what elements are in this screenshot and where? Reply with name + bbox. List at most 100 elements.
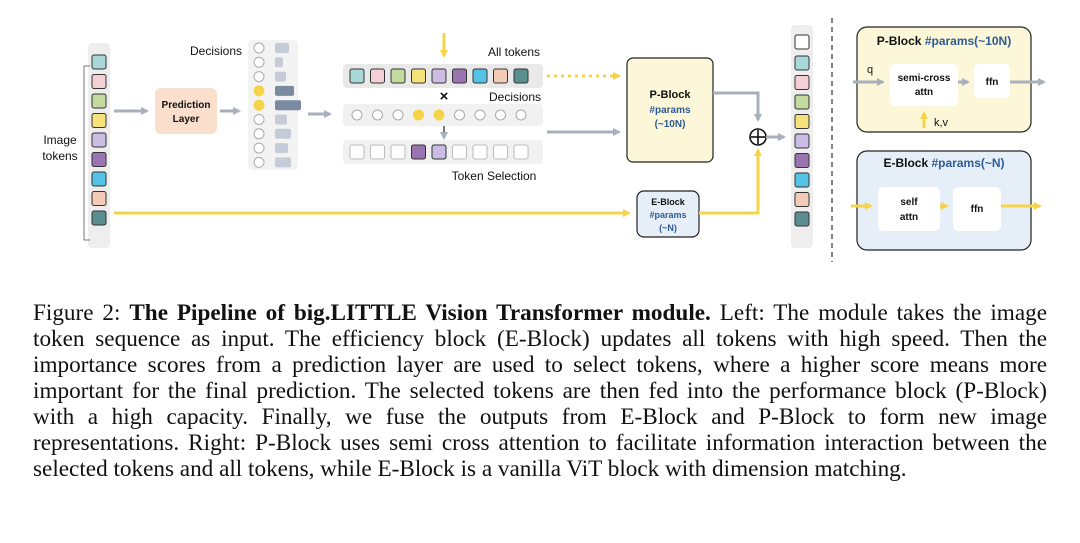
all-tokens-row bbox=[349, 68, 529, 84]
decision-dot bbox=[392, 109, 404, 121]
score-bar bbox=[275, 43, 289, 53]
arrow-pblock-to-fuse bbox=[713, 91, 762, 122]
output-token bbox=[794, 94, 810, 110]
decisions-label: Decisions bbox=[190, 44, 242, 58]
prediction-layer-label-line1: Prediction bbox=[162, 100, 211, 111]
all-token bbox=[349, 68, 365, 84]
output-token bbox=[794, 34, 810, 50]
all-token bbox=[493, 68, 508, 84]
input-token bbox=[91, 132, 107, 148]
figure-caption: Figure 2: The Pipeline of big.LITTLE Vis… bbox=[33, 300, 1047, 482]
eblock-params-line1: #params bbox=[649, 210, 686, 220]
pblock-ffn-label: ffn bbox=[986, 77, 999, 88]
score-bar bbox=[275, 57, 283, 68]
decision-dot bbox=[515, 109, 527, 121]
pblock-params-line1: #params bbox=[649, 105, 691, 116]
caption-prefix: Figure 2: bbox=[33, 300, 130, 326]
output-token bbox=[794, 114, 810, 129]
output-token bbox=[794, 153, 810, 168]
pblock-q-label: q bbox=[867, 64, 873, 76]
input-token bbox=[91, 93, 107, 109]
decision-dot bbox=[433, 109, 445, 121]
output-token bbox=[794, 55, 810, 71]
eblock-params-line2: (~N) bbox=[659, 223, 677, 233]
selected-tokens-row bbox=[349, 144, 529, 160]
pblock-ffn-box bbox=[974, 64, 1010, 98]
selected-token bbox=[370, 144, 385, 160]
decision-dot bbox=[413, 109, 424, 121]
decision-circle bbox=[253, 56, 265, 68]
pblock-box bbox=[626, 57, 714, 163]
semi-cross-attn-label-line1: semi-cross bbox=[898, 73, 951, 84]
self-attn-label-line1: self bbox=[900, 197, 918, 208]
input-token bbox=[91, 74, 107, 89]
score-bar bbox=[275, 143, 288, 154]
pblock-name: P-Block bbox=[650, 89, 692, 101]
decision-dot bbox=[495, 109, 506, 121]
input-token bbox=[91, 171, 107, 187]
decisions-label-2: Decisions bbox=[489, 90, 541, 104]
decision-circle bbox=[253, 128, 265, 140]
input-token bbox=[91, 113, 107, 128]
decision-dot bbox=[372, 109, 383, 121]
image-tokens-label-line2: tokens bbox=[42, 149, 77, 163]
decision-circle bbox=[253, 156, 265, 168]
all-token bbox=[513, 68, 529, 84]
selected-token bbox=[431, 144, 447, 160]
decision-dot bbox=[474, 109, 486, 121]
importance-score-bars bbox=[275, 43, 301, 168]
output-token bbox=[794, 211, 810, 227]
self-attn-box bbox=[878, 187, 940, 231]
all-token bbox=[472, 68, 488, 84]
output-token-column bbox=[794, 34, 810, 227]
decision-circle bbox=[253, 71, 265, 83]
output-token bbox=[794, 192, 810, 207]
decision-circle-column bbox=[253, 42, 265, 168]
eblock-ffn-box bbox=[953, 187, 1001, 231]
selected-token bbox=[390, 144, 406, 160]
score-bar bbox=[275, 71, 286, 82]
all-tokens-label: All tokens bbox=[488, 45, 540, 59]
output-token bbox=[794, 172, 810, 188]
decision-dot bbox=[351, 109, 363, 121]
input-token bbox=[91, 152, 107, 167]
pblock-detail-heading: P-Block #params(~10N) bbox=[877, 34, 1011, 48]
self-attn-label-line2: attn bbox=[900, 212, 918, 223]
eblock-name: E-Block bbox=[651, 197, 686, 207]
all-token bbox=[370, 68, 385, 84]
decision-row bbox=[351, 109, 527, 121]
pblock-kv-label: k,v bbox=[934, 117, 949, 129]
selected-token bbox=[472, 144, 488, 160]
token-selection-label: Token Selection bbox=[452, 169, 537, 183]
score-bar bbox=[275, 157, 291, 168]
decision-circle bbox=[253, 114, 265, 125]
decision-circle bbox=[253, 42, 265, 54]
input-token bbox=[91, 54, 107, 70]
prediction-layer-box bbox=[155, 88, 217, 134]
selected-token bbox=[411, 144, 426, 160]
score-bar bbox=[275, 100, 301, 111]
pipeline-diagram: Image tokens Prediction Layer Decisions … bbox=[42, 18, 1046, 262]
semi-cross-attn-label-line2: attn bbox=[915, 87, 933, 98]
input-token bbox=[91, 210, 107, 226]
arrow-eblock-to-fuse bbox=[699, 148, 762, 215]
all-token bbox=[431, 68, 447, 84]
image-tokens-label-line1: Image bbox=[43, 133, 77, 147]
decision-circle bbox=[253, 85, 265, 97]
prediction-layer-label-line2: Layer bbox=[173, 114, 200, 125]
selected-token bbox=[493, 144, 508, 160]
output-token bbox=[794, 75, 810, 90]
decision-circle bbox=[253, 142, 265, 154]
caption-title: The Pipeline of big.LITTLE Vision Transf… bbox=[129, 300, 711, 326]
score-bar bbox=[275, 85, 294, 96]
selected-token bbox=[349, 144, 365, 160]
all-token bbox=[411, 68, 426, 84]
caption-body: Left: The module takes the image token s… bbox=[33, 300, 1048, 482]
pblock-params-line2: (~10N) bbox=[655, 119, 686, 130]
selected-token bbox=[452, 144, 467, 160]
all-token bbox=[452, 68, 467, 84]
decision-dot bbox=[454, 109, 465, 121]
input-token-column bbox=[91, 54, 107, 226]
all-token bbox=[390, 68, 406, 84]
decision-circle bbox=[253, 99, 265, 111]
